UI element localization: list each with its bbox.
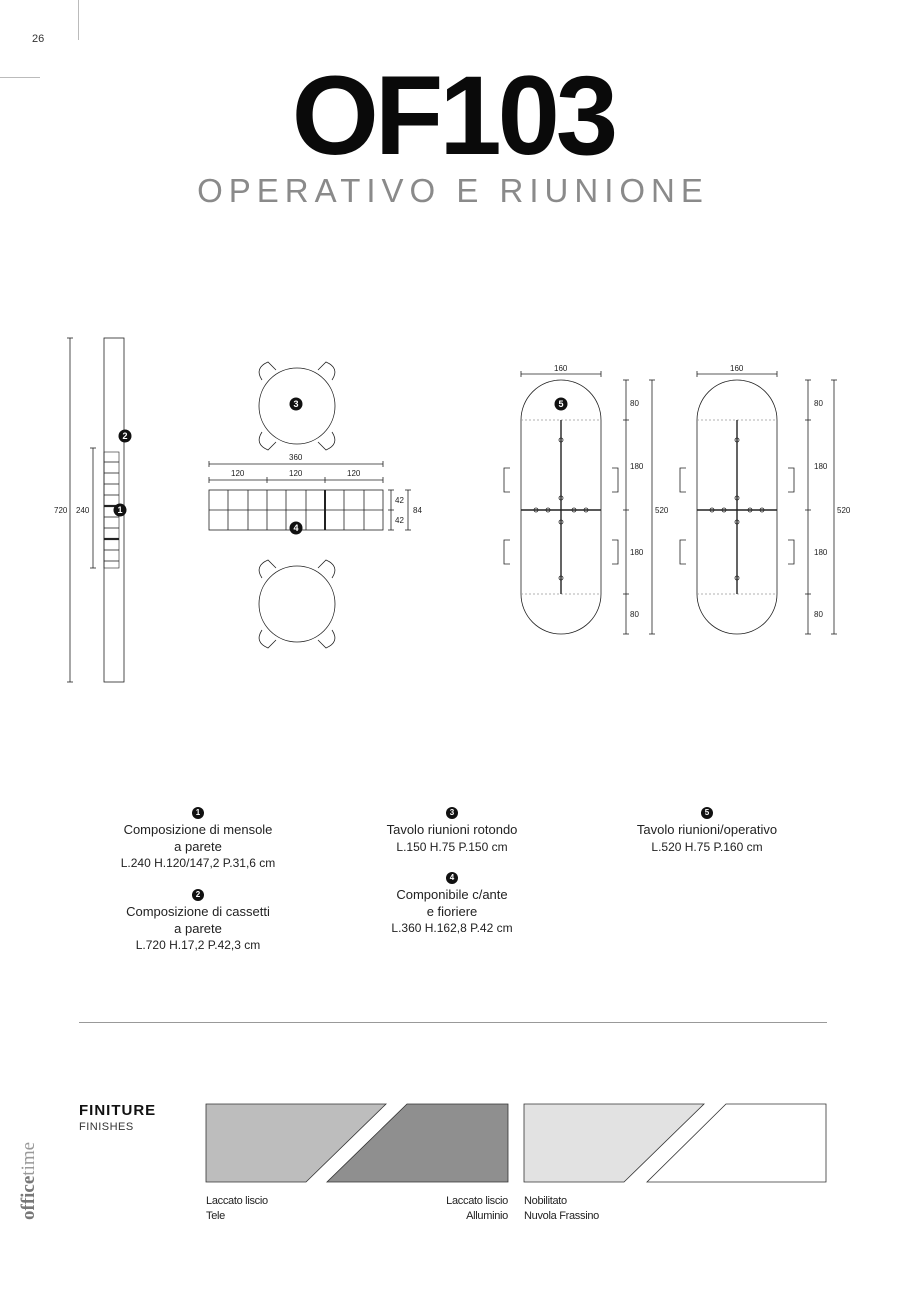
caption-badge: 3: [446, 807, 458, 819]
finish-swatch-white: [646, 1103, 827, 1183]
dim-table-a-width: 160: [554, 364, 568, 373]
top-rule-vertical: [78, 0, 79, 40]
caption-text: a parete: [174, 838, 222, 854]
caption-dims: L.720 H.17,2 P.42,3 cm: [135, 938, 261, 952]
finish-label-tele: Laccato liscio Tele: [206, 1194, 268, 1224]
finish-swatches: [205, 1103, 827, 1183]
meeting-table-b: [679, 371, 837, 635]
finish-label-line: Nobilitato: [524, 1195, 567, 1207]
finish-label-line: Laccato liscio: [446, 1195, 508, 1207]
dim-table-a-mid-bottom: 180: [630, 548, 644, 557]
dim-cabinet-module-2: 120: [289, 469, 303, 478]
section-divider: [79, 1022, 827, 1023]
caption-text: Composizione di cassetti: [126, 904, 270, 919]
dim-cabinet-depth-total: 84: [413, 506, 422, 515]
brand-logo: officetime: [18, 1142, 40, 1220]
dim-table-a-mid-top: 180: [630, 462, 644, 471]
caption-dims: L.240 H.120/147,2 P.31,6 cm: [120, 856, 276, 870]
dim-table-a-end-top: 80: [630, 399, 639, 408]
finish-swatch-nuvola-frassino: [523, 1103, 705, 1183]
finish-label-line: Tele: [206, 1210, 225, 1222]
svg-text:2: 2: [122, 431, 127, 441]
finish-label-alluminio: Laccato liscio Alluminio: [408, 1194, 508, 1224]
top-rule-horizontal: [0, 77, 40, 78]
dim-table-a-end-bottom: 80: [630, 610, 639, 619]
finishes-subtitle: FINISHES: [79, 1121, 134, 1133]
dim-table-b-total: 520: [837, 506, 851, 515]
dim-table-b-mid-bottom: 180: [814, 548, 828, 557]
dim-wall-height: 720: [54, 506, 68, 515]
caption-badge: 5: [701, 807, 713, 819]
dim-shelf-height: 240: [76, 506, 90, 515]
brand-part-office: office: [18, 1175, 39, 1220]
finish-label-nuvola-frassino: Nobilitato Nuvola Frassino: [524, 1194, 599, 1224]
drawing-badge-1: 1: [113, 503, 127, 517]
page-title: OF103: [291, 53, 618, 178]
dim-table-b-width: 160: [730, 364, 744, 373]
dim-cabinet-module-3: 120: [347, 469, 361, 478]
page-number: 26: [32, 33, 45, 45]
drawing-badge-2: 2: [118, 429, 132, 443]
meeting-table-a: [503, 371, 655, 635]
round-table-bottom: [258, 559, 336, 649]
caption-badge: 2: [192, 889, 204, 901]
drawing-badge-3: 3: [289, 397, 303, 411]
svg-text:4: 4: [293, 523, 298, 533]
round-table-top: [258, 361, 336, 451]
dim-table-b-end-top: 80: [814, 399, 823, 408]
dim-cabinet-depth-1: 42: [395, 496, 404, 505]
caption-3: 3 Tavolo riunioni rotondo L.150 H.75 P.1…: [352, 803, 552, 855]
caption-text: Tavolo riunioni/operativo: [636, 822, 778, 837]
caption-text: Tavolo riunioni rotondo: [386, 822, 518, 837]
brand-part-time: time: [18, 1141, 39, 1176]
finishes-title: FINITURE: [79, 1102, 157, 1119]
caption-4: 4 Componibile c/ante e fioriere L.360 H.…: [352, 868, 552, 937]
svg-text:1: 1: [117, 505, 122, 515]
finish-label-line: Nuvola Frassino: [524, 1210, 599, 1222]
drawing-badge-4: 4: [289, 521, 303, 535]
svg-text:5: 5: [558, 399, 563, 409]
caption-5: 5 Tavolo riunioni/operativo L.520 H.75 P…: [597, 803, 817, 855]
finish-swatch-tele: [205, 1103, 387, 1183]
caption-text: e fioriere: [426, 903, 478, 919]
caption-badge: 4: [446, 872, 458, 884]
dim-cabinet-depth-2: 42: [395, 516, 404, 525]
caption-badge: 1: [192, 807, 204, 819]
caption-dims: L.360 H.162,8 P.42 cm: [391, 921, 513, 935]
finish-swatch-alluminio: [326, 1103, 509, 1183]
dim-table-b-mid-top: 180: [814, 462, 828, 471]
caption-2: 2 Composizione di cassetti a parete L.72…: [98, 885, 298, 954]
dim-cabinet-total: 360: [289, 453, 303, 462]
caption-text: Composizione di mensole: [123, 822, 273, 837]
caption-text: Componibile c/ante: [396, 887, 508, 902]
caption-1: 1 Composizione di mensole a parete L.240…: [98, 803, 298, 872]
dim-cabinet-module-1: 120: [231, 469, 245, 478]
caption-text: a parete: [174, 920, 222, 936]
finish-label-line: Alluminio: [466, 1210, 508, 1222]
drawing-badge-5: 5: [554, 397, 568, 411]
svg-text:3: 3: [293, 399, 298, 409]
finish-label-line: Laccato liscio: [206, 1195, 268, 1207]
page-subtitle: OPERATIVO E RIUNIONE: [197, 172, 709, 209]
caption-dims: L.520 H.75 P.160 cm: [651, 839, 763, 854]
caption-dims: L.150 H.75 P.150 cm: [396, 839, 508, 854]
dim-table-a-total: 520: [655, 506, 669, 515]
technical-drawing: 720 240 360 120 120 120 42 42 84 160 80 …: [54, 337, 851, 683]
dim-table-b-end-bottom: 80: [814, 610, 823, 619]
